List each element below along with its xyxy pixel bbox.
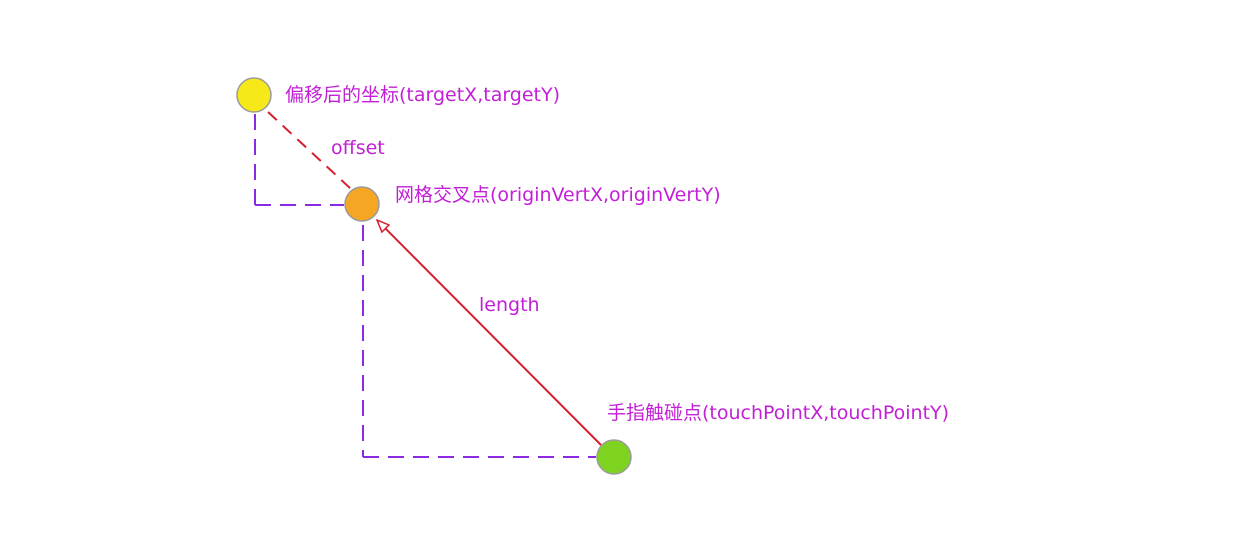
origin-point xyxy=(344,186,380,222)
target-label: 偏移后的坐标(targetX,targetY) xyxy=(285,84,560,106)
length-label: length xyxy=(479,294,540,316)
length-arrow xyxy=(377,220,602,446)
origin-label: 网格交叉点(originVertX,originVertY) xyxy=(395,184,721,206)
target-point xyxy=(236,77,272,113)
touch-label: 手指触碰点(touchPointX,touchPointY) xyxy=(607,402,949,424)
touch-point xyxy=(596,439,632,475)
offset-label: offset xyxy=(331,137,385,159)
